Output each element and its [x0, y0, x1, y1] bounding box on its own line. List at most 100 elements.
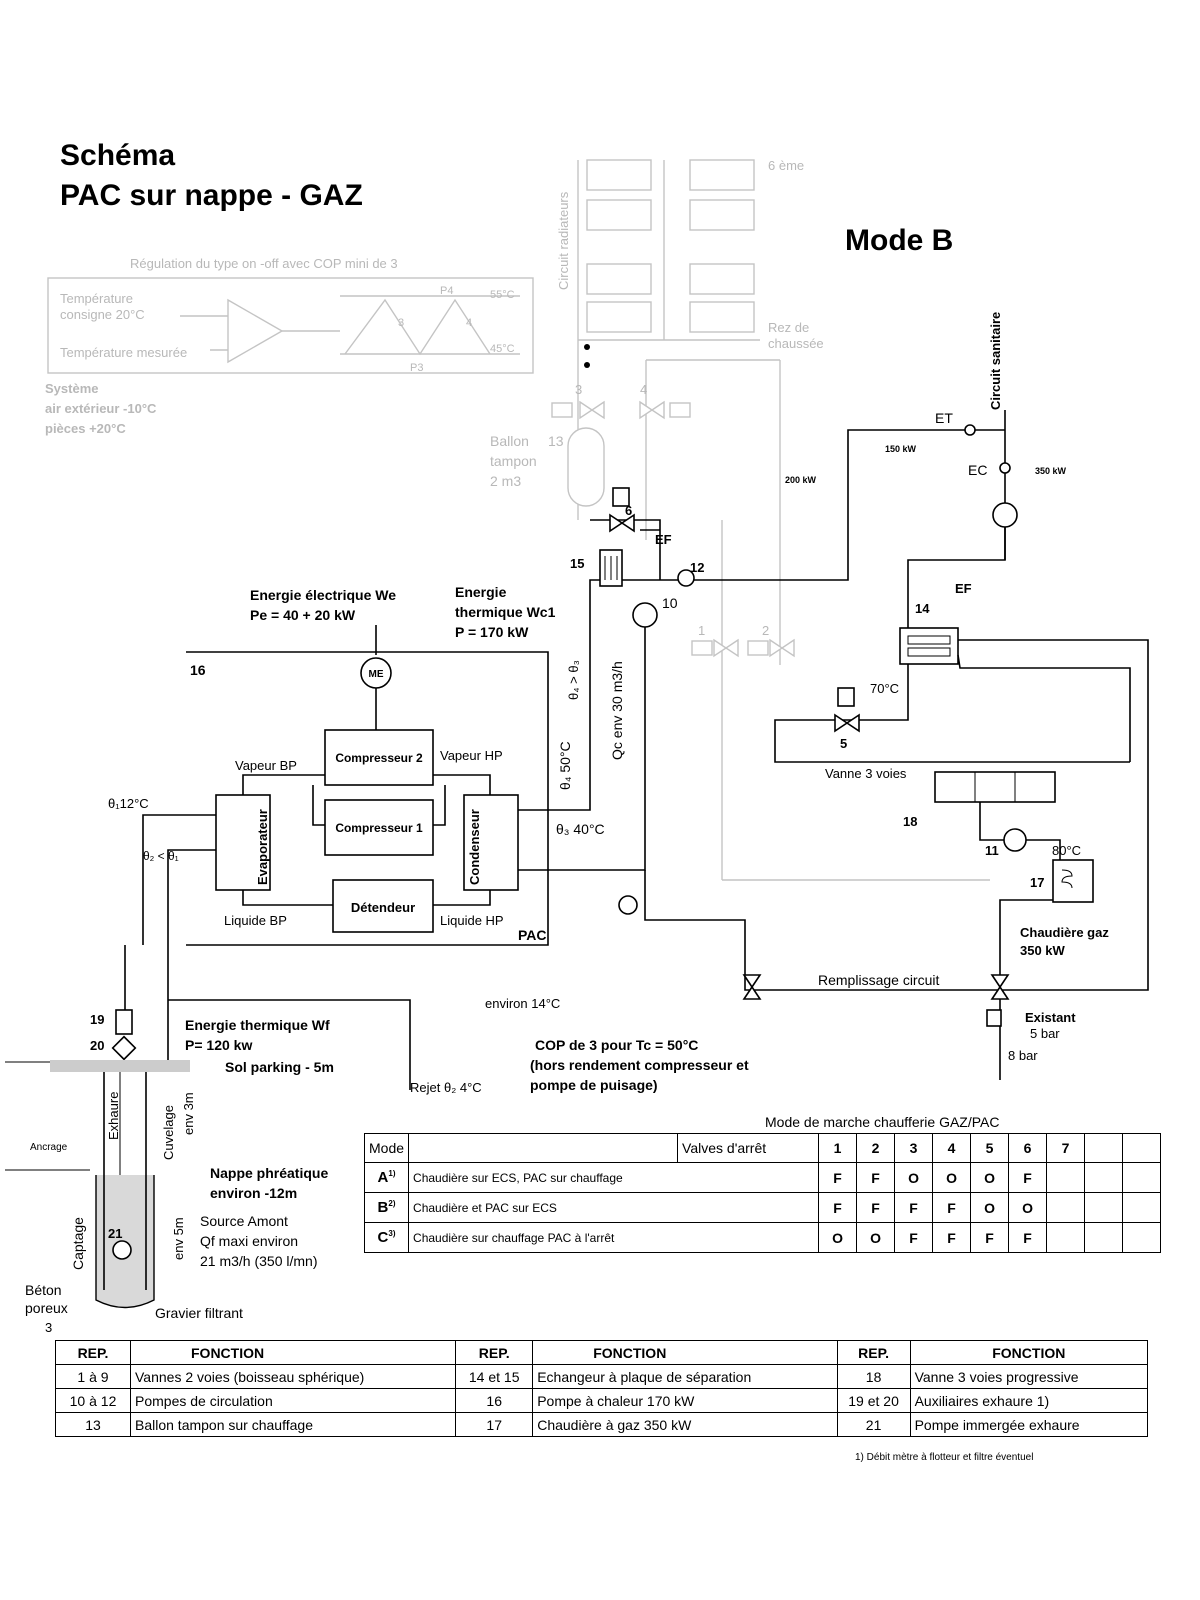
valve-4-label: 4 — [640, 382, 647, 397]
sanitary-pump-icon — [992, 502, 1018, 528]
mode-label: Mode B — [845, 224, 953, 257]
energy-thermal-line-1: Energie — [455, 584, 507, 600]
compressor-1 — [324, 799, 434, 856]
mode-name: C — [377, 1229, 389, 1246]
valve-5-label: 5 — [840, 736, 847, 751]
gravier-label: Gravier filtrant — [155, 1305, 243, 1321]
regulation-block: Régulation du type on -off avec COP mini… — [45, 256, 534, 436]
fonction-header: FONCTION — [909, 1340, 1149, 1365]
cop-line-3: pompe de puisage) — [530, 1077, 658, 1093]
liquide-hp-label: Liquide HP — [440, 913, 504, 928]
radiator — [689, 301, 755, 333]
valve-state: F — [1008, 1222, 1048, 1253]
valve-col-8 — [1084, 1133, 1124, 1163]
rep-cell: 19 et 20 — [836, 1388, 911, 1413]
condenser — [463, 794, 519, 891]
valve-state: F — [932, 1192, 972, 1223]
valve-col-3: 3 — [894, 1133, 934, 1163]
fonction-cell: Vanne 3 voies progressive — [909, 1364, 1149, 1389]
rep-20-label: 20 — [90, 1038, 104, 1053]
valve-state — [1122, 1162, 1162, 1193]
mode-desc: Chaudière et PAC sur ECS — [408, 1192, 820, 1223]
valve-6-label: 6 — [625, 503, 632, 518]
boiler-line-1: Chaudière gaz — [1020, 925, 1109, 940]
liquide-bp-label: Liquide BP — [224, 913, 287, 928]
t43-label: θ₄ > θ₃ — [566, 660, 581, 700]
energy-electric-line-2: Pe = 40 + 20 kW — [250, 607, 356, 623]
regulation-frame — [47, 277, 534, 374]
boiler-17 — [1052, 859, 1094, 903]
well-3-label: 3 — [45, 1320, 52, 1335]
filter-20 — [111, 1035, 137, 1061]
rep-cell: 16 — [455, 1388, 534, 1413]
rep-cell: 17 — [455, 1412, 534, 1437]
expansion-vessel-icon — [618, 895, 638, 915]
ground-floor-line-2: chaussée — [768, 336, 824, 351]
expansion-valve-label: Détendeur — [351, 900, 415, 915]
expansion-valve — [332, 879, 434, 933]
comparator-symbol — [227, 298, 284, 364]
valve-state — [1122, 1192, 1162, 1223]
valve-18-label: 18 — [903, 814, 917, 829]
ec-label: EC — [968, 462, 987, 478]
mode-sup: 3) — [388, 1229, 396, 1238]
heat-pump: 16 PAC ME Compresseur 2 Compresseur 1 Ev… — [186, 651, 549, 946]
fonction-cell: Pompe immergée exhaure — [909, 1412, 1149, 1437]
valve-state: O — [818, 1222, 858, 1253]
valve-state: F — [894, 1192, 934, 1223]
kw200-label: 200 kW — [785, 475, 817, 485]
setpoint-line-2: consigne 20°C — [60, 307, 145, 322]
rep-row: 10 à 12 Pompes de circulation 16 Pompe à… — [55, 1388, 1149, 1413]
three-way-valve — [934, 771, 1056, 803]
mode-table-caption: Mode de marche chaufferie GAZ/PAC — [765, 1114, 999, 1130]
p4-label: P4 — [440, 285, 453, 297]
ef-label-1: EF — [655, 532, 672, 547]
measured-label: Température mesurée — [60, 345, 187, 360]
radiator — [586, 199, 652, 231]
filling-label: Remplissage circuit — [818, 972, 939, 988]
rep-21-label: 21 — [108, 1226, 122, 1241]
nappe-line-1: Nappe phréatique — [210, 1165, 328, 1181]
mode-row-a: A1) Chaudière sur ECS, PAC sur chauffage… — [363, 1162, 1162, 1193]
system-line-1: Système — [45, 381, 98, 396]
buffer-line-1: Ballon — [490, 433, 529, 449]
mode-sup: 1) — [388, 1169, 396, 1178]
condenser-label: Condenseur — [467, 809, 482, 885]
valve-state — [1084, 1162, 1124, 1193]
ancrage-label: Ancrage — [30, 1142, 68, 1153]
cop-line-1: COP de 3 pour Tc = 50°C — [535, 1037, 698, 1053]
fonction-header: FONCTION — [532, 1340, 838, 1365]
valve-state: F — [818, 1162, 858, 1193]
exchanger-14 — [899, 627, 959, 665]
exhaure-label: Exhaure — [106, 1092, 121, 1140]
fonction-cell: Chaudière à gaz 350 kW — [532, 1412, 838, 1437]
cuvelage-label: Cuvelage — [161, 1105, 176, 1160]
kw150-label: 150 kW — [885, 444, 917, 454]
sol-label: Sol parking - 5m — [225, 1059, 334, 1075]
buffer-line-3: 2 m3 — [490, 473, 521, 489]
motor-label: ME — [369, 669, 384, 680]
rep-cell: 13 — [55, 1412, 131, 1437]
evaporator-label: Evaporateur — [255, 809, 270, 885]
source-line-2: Qf maxi environ — [200, 1233, 298, 1249]
p3-label: P3 — [410, 362, 423, 374]
valve-col-5: 5 — [970, 1133, 1010, 1163]
fonction-cell: Pompes de circulation — [129, 1388, 457, 1413]
pump-10-label: 10 — [662, 595, 678, 611]
t1-label: θ₁12°C — [108, 796, 149, 811]
system-line-2: air extérieur -10°C — [45, 401, 157, 416]
energy-thermal-line-2: thermique Wc1 — [455, 604, 556, 620]
et-label: ET — [935, 410, 953, 426]
valve-state: O — [1008, 1192, 1048, 1223]
pump-11-label: 11 — [985, 843, 999, 858]
valve-state: F — [894, 1222, 934, 1253]
parking-slab — [50, 1060, 190, 1072]
captage-label: Captage — [70, 1217, 86, 1270]
mode-sup: 2) — [388, 1199, 396, 1208]
valve-state: O — [932, 1162, 972, 1193]
rejet-label: Rejet θ₂ 4°C — [410, 1080, 482, 1095]
valve-state: F — [818, 1192, 858, 1223]
pump-11-icon — [1003, 828, 1027, 852]
env14-label: environ 14°C — [485, 996, 560, 1011]
